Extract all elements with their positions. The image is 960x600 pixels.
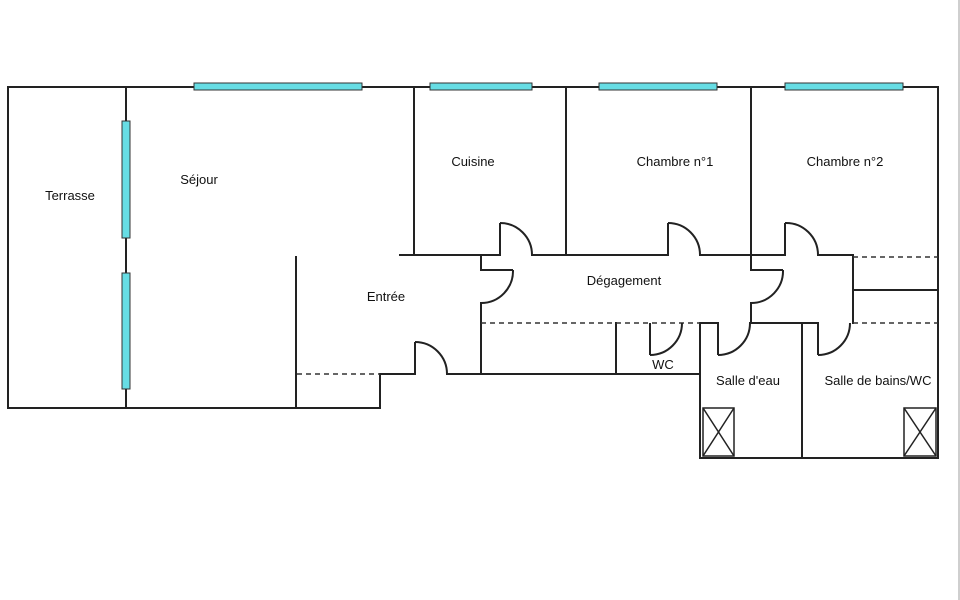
label-cuisine: Cuisine bbox=[451, 154, 494, 169]
window-chambre1 bbox=[598, 82, 718, 91]
door-salle-bains-swing bbox=[817, 322, 851, 356]
window-cuisine bbox=[429, 82, 533, 91]
label-chambre1: Chambre n°1 bbox=[637, 154, 714, 169]
label-salle-bains: Salle de bains/WC bbox=[825, 373, 932, 388]
ventilation-shafts bbox=[702, 407, 937, 457]
label-entree: Entrée bbox=[367, 289, 405, 304]
door-cuisine-swing bbox=[499, 222, 533, 256]
door-salle-eau-swing bbox=[717, 322, 751, 356]
shaft-salle-eau-diag2 bbox=[702, 407, 735, 457]
label-sejour: Séjour bbox=[180, 172, 218, 187]
window-terrasse-upper bbox=[121, 120, 131, 239]
doors bbox=[414, 221, 851, 375]
windows bbox=[121, 82, 904, 390]
window-sejour-top bbox=[193, 82, 363, 91]
door-chambre1-swing bbox=[667, 222, 701, 256]
label-degagement: Dégagement bbox=[587, 273, 662, 288]
window-terrasse-lower bbox=[121, 272, 131, 390]
shaft-salle-eau bbox=[702, 407, 735, 457]
door-chambre2-swing bbox=[784, 221, 819, 256]
label-wc: WC bbox=[652, 357, 674, 372]
walls bbox=[7, 86, 939, 459]
door-corridor-right-swing bbox=[750, 269, 785, 304]
shaft-salle-bains bbox=[903, 407, 937, 457]
door-entree-swing bbox=[414, 341, 448, 375]
window-chambre2 bbox=[784, 82, 904, 91]
shaft-salle-bains-diag2 bbox=[903, 407, 937, 457]
label-terrasse: Terrasse bbox=[45, 188, 95, 203]
room-labels: Terrasse Séjour Cuisine Chambre n°1 Cham… bbox=[45, 154, 931, 388]
label-salle-eau: Salle d'eau bbox=[716, 373, 780, 388]
door-wc-swing bbox=[649, 322, 683, 356]
door-degagement-swing bbox=[480, 269, 515, 304]
page-edge bbox=[958, 0, 960, 600]
dashed-lines bbox=[297, 256, 938, 375]
label-chambre2: Chambre n°2 bbox=[807, 154, 884, 169]
